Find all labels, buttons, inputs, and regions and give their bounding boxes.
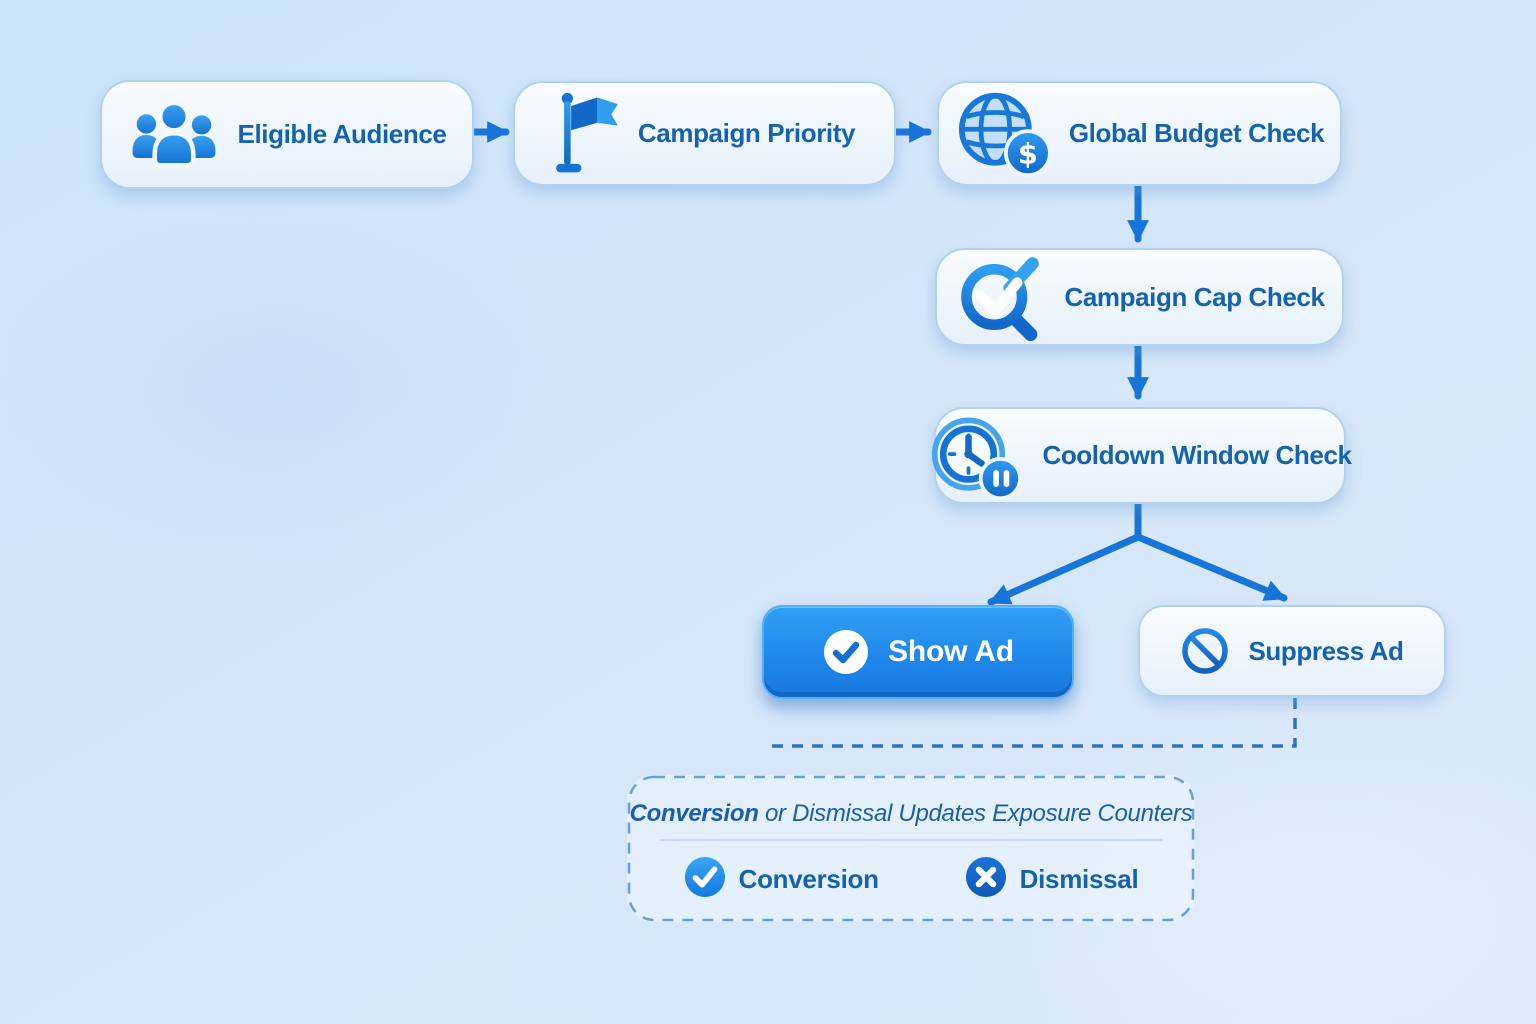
exposure-counter-note: Conversion or Dismissal Updates Exposure… (627, 775, 1195, 922)
flag-icon (554, 91, 620, 177)
edge-suppress-to-note-dashed (768, 698, 1297, 748)
node-cooldown-window-check: Cooldown Window Check (932, 407, 1352, 504)
node-suppress-ad: Suppress Ad (1138, 605, 1446, 697)
prohibition-icon (1180, 626, 1230, 676)
note-item-conversion: Conversion (684, 856, 879, 903)
node-eligible-audience: Eligible Audience (100, 80, 474, 189)
node-label: Global Budget Check (1068, 118, 1325, 148)
dashed-border (627, 775, 1195, 922)
check-circle-badge-icon (684, 856, 726, 903)
note-item-label: Dismissal (1019, 864, 1139, 894)
note-title: Conversion or Dismissal Updates Exposure… (627, 800, 1195, 828)
node-campaign-priority: Campaign Priority (513, 81, 896, 186)
node-label: Cooldown Window Check (1042, 440, 1352, 470)
note-divider (659, 839, 1163, 841)
node-show-ad: Show Ad (762, 605, 1074, 699)
globe-dollar-icon: $ (955, 89, 1051, 179)
node-label: Suppress Ad (1248, 635, 1404, 666)
edge-cooldown-to-show-ad (987, 533, 1142, 606)
node-label: Show Ad (888, 635, 1014, 668)
check-circle-icon (822, 628, 870, 676)
note-item-dismissal: Dismissal (965, 856, 1139, 903)
note-title-emphasis: Conversion (629, 800, 759, 827)
node-global-budget-check: $ Global Budget Check (937, 81, 1342, 186)
node-label: Campaign Cap Check (1064, 281, 1325, 312)
node-campaign-cap-check: Campaign Cap Check (935, 248, 1344, 346)
circle-check-search-icon (954, 252, 1046, 342)
node-label: Campaign Priority (637, 118, 856, 148)
clock-pause-icon (928, 411, 1024, 501)
note-item-label: Conversion (738, 864, 879, 894)
node-label: Eligible Audience (237, 119, 447, 149)
svg-text:$: $ (1018, 136, 1038, 170)
x-circle-badge-icon (965, 856, 1007, 903)
note-title-rest: or Dismissal Updates Exposure Counters (758, 800, 1193, 827)
people-group-icon (128, 97, 220, 173)
note-items: Conversion (627, 856, 1195, 903)
edge-cooldown-to-suppress-ad (1134, 533, 1288, 602)
